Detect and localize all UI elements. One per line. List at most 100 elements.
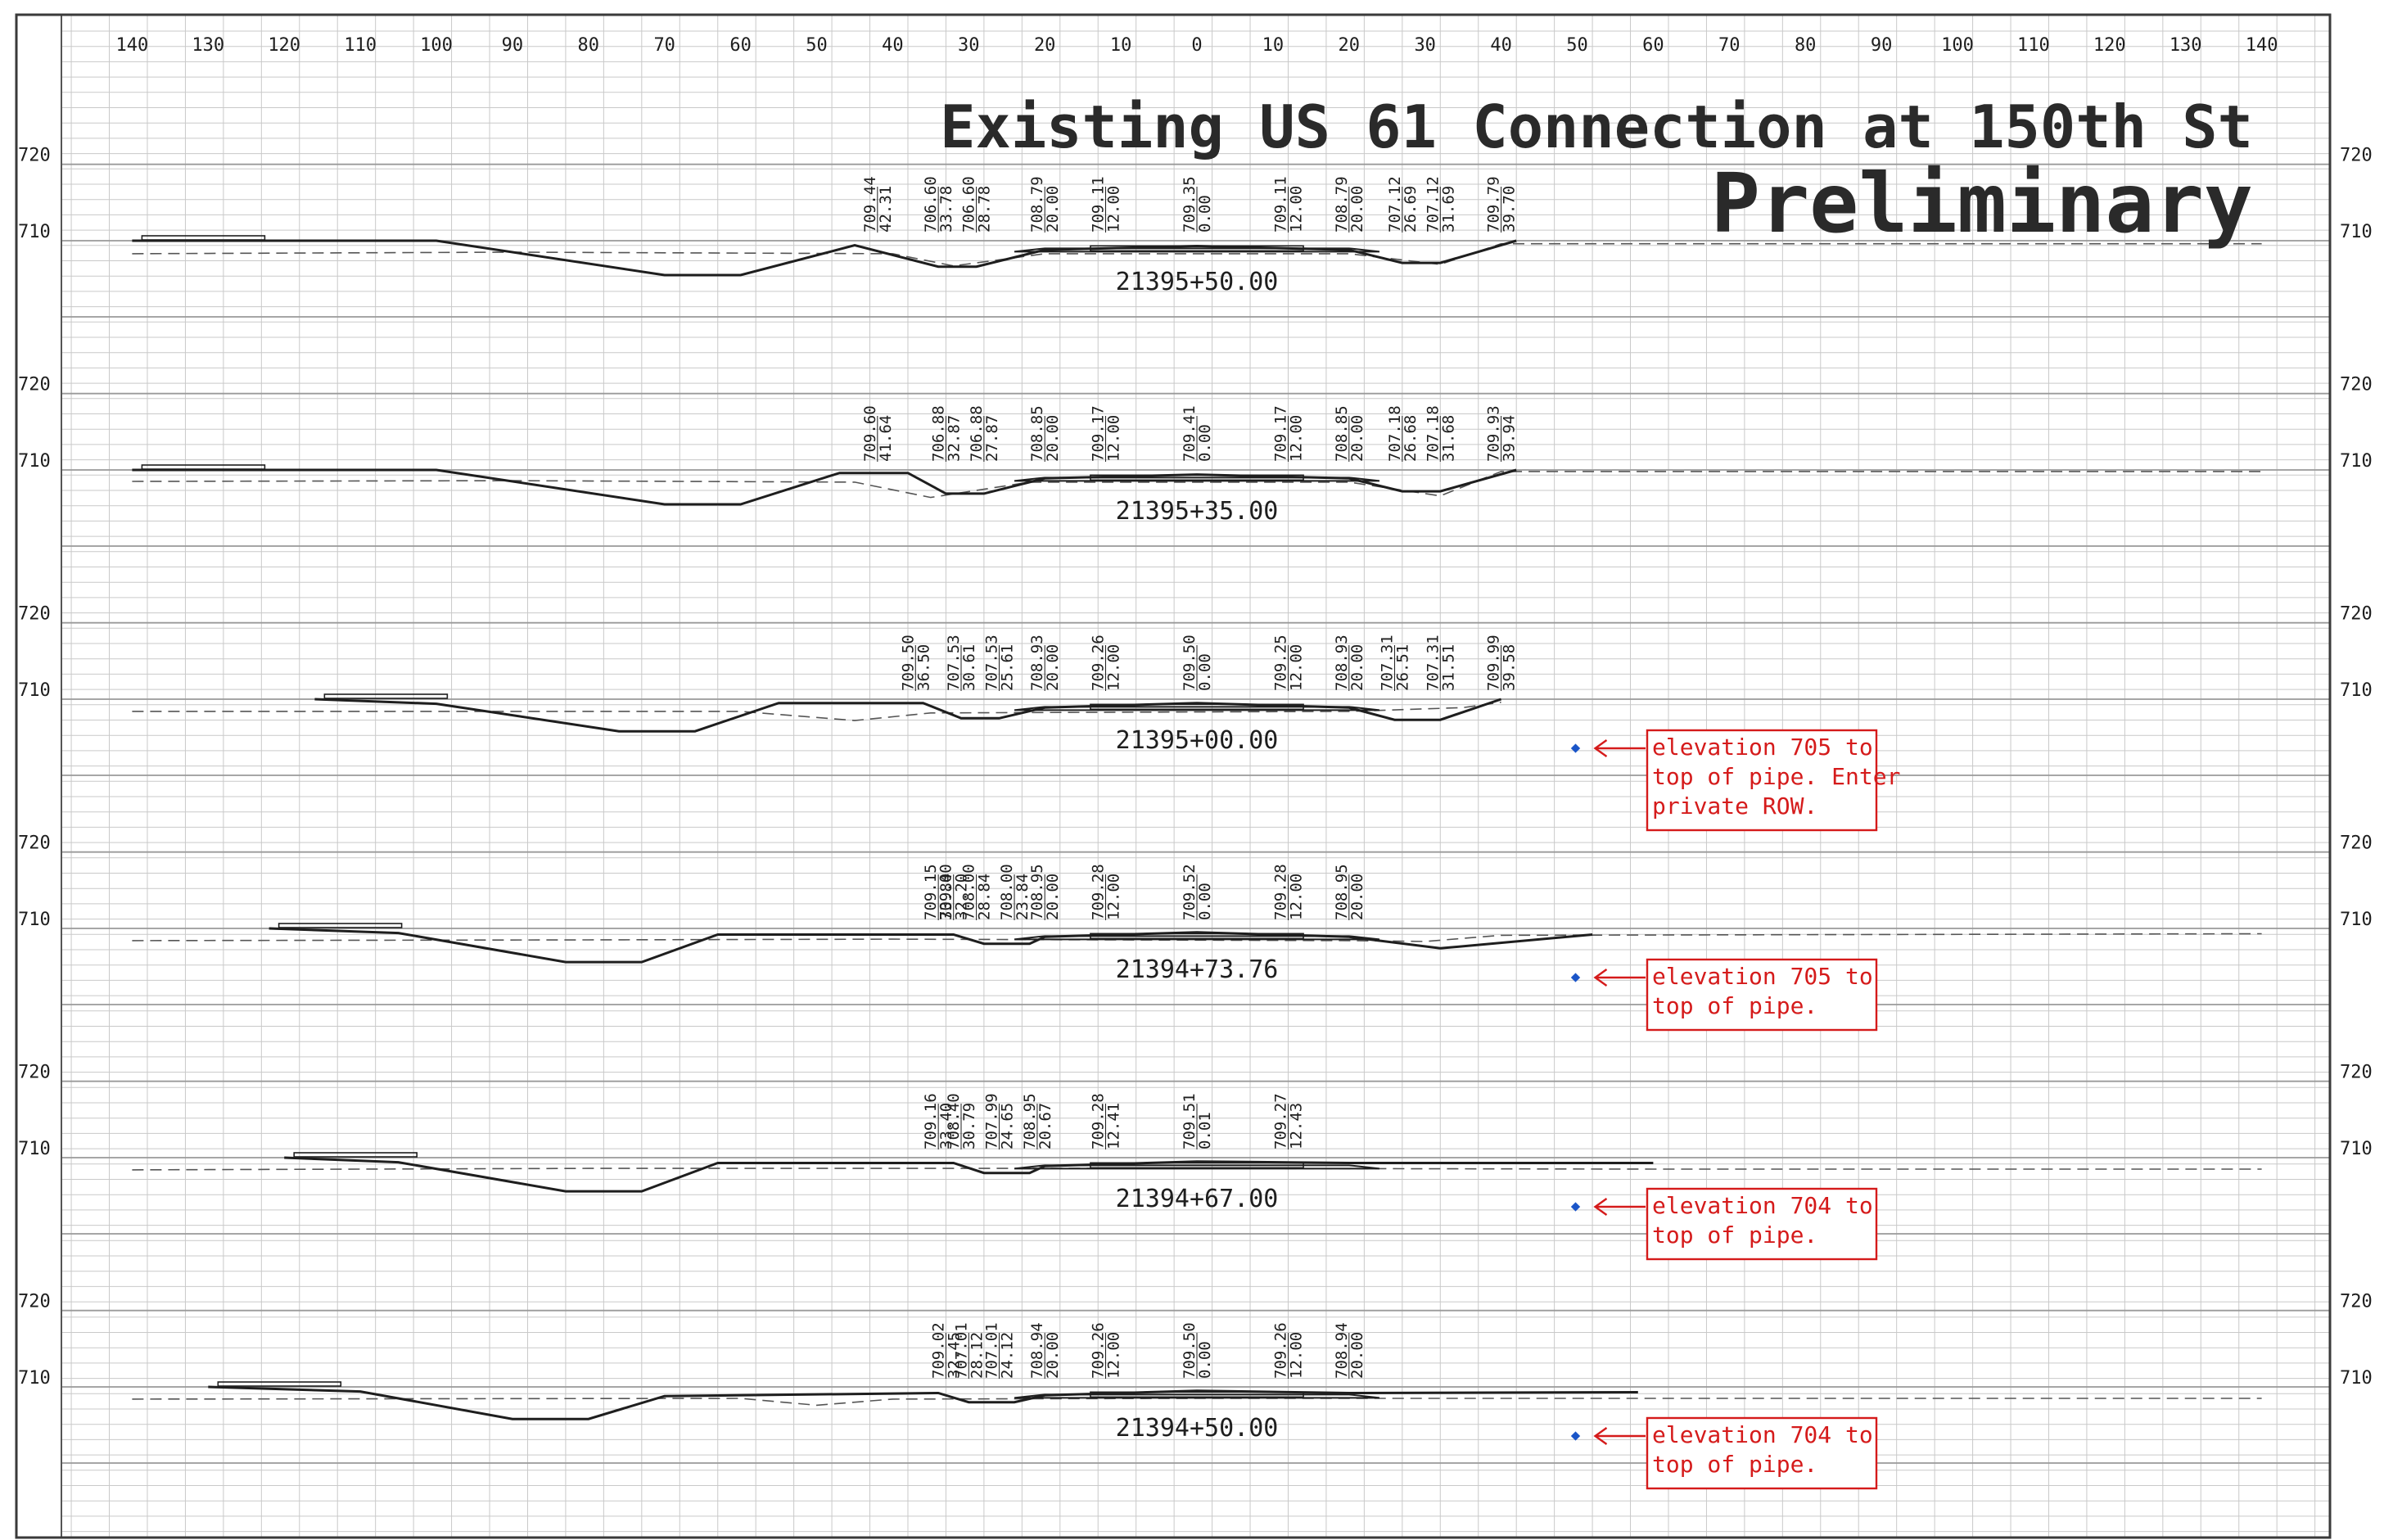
callout-offset: 12.00: [1287, 644, 1305, 691]
elevation-label-left: 720: [18, 146, 51, 166]
offset-tick-label: 50: [1566, 35, 1588, 56]
callout-elevation: 707.53: [945, 635, 963, 691]
offset-tick-label: 80: [578, 35, 600, 56]
pavement-section: [1014, 1393, 1380, 1399]
callout-offset: 33.84: [937, 874, 955, 920]
callout-offset: 12.00: [1287, 874, 1305, 920]
note-box: [1646, 958, 1878, 1032]
elevation-label-left: 710: [18, 1139, 51, 1159]
callout-elevation: 709.50: [1181, 635, 1199, 691]
elevation-label-left: 720: [18, 1063, 51, 1083]
callout-elevation: 709.93: [1485, 405, 1503, 462]
callout-elevation: 706.60: [960, 176, 978, 233]
elevation-label-right: 710: [2340, 680, 2373, 701]
side-road-pavement: [293, 1152, 418, 1158]
callout-offset: 32.87: [945, 415, 963, 462]
callout-offset: 12.41: [1105, 1103, 1123, 1149]
callout-offset: 0.00: [1196, 195, 1214, 233]
callout-elevation: 708.40: [945, 1093, 963, 1149]
callout-elevation: 708.93: [1333, 635, 1351, 691]
callout-elevation: 708.00: [998, 864, 1016, 920]
elevation-label-left: 720: [18, 833, 51, 854]
callout-elevation: 709.44: [861, 176, 879, 233]
callout-elevation: 706.88: [968, 405, 986, 462]
callout-offset: 20.67: [1036, 1103, 1054, 1149]
elevation-label-right: 710: [2340, 1368, 2373, 1389]
callout-offset: 32.45: [945, 1332, 963, 1379]
note-line: elevation 704 to: [1652, 1192, 1873, 1219]
callout-offset: 12.00: [1105, 415, 1123, 462]
elevation-label-left: 710: [18, 451, 51, 472]
callout-elevation: 709.35: [1181, 176, 1199, 233]
side-road-pavement: [278, 923, 403, 928]
arrow-icon: [1593, 739, 1608, 757]
note-box: [1646, 1187, 1878, 1261]
callout-elevation: 708.94: [1333, 1322, 1351, 1379]
callout-offset: 0.01: [1196, 1112, 1214, 1149]
pavement-section: [1014, 1164, 1380, 1170]
side-road-pavement: [141, 464, 266, 470]
callout-elevation: 707.01: [982, 1322, 1000, 1379]
callout-offset: 30.79: [960, 1103, 978, 1149]
elevation-label-right: 710: [2340, 1139, 2373, 1159]
callout-elevation: 709.26: [1271, 1322, 1289, 1379]
elevation-label-left: 710: [18, 1368, 51, 1389]
callout-elevation: 707.18: [1386, 405, 1404, 462]
callout-offset: 0.00: [1196, 1341, 1214, 1379]
elevation-label-left: 710: [18, 222, 51, 242]
note-box: [1646, 1416, 1878, 1490]
note-line: top of pipe. Enter: [1652, 763, 1900, 790]
callout-elevation: 709.26: [1090, 635, 1108, 691]
proposed-grade-line: [284, 1156, 1654, 1193]
arrow-icon: [1593, 969, 1608, 987]
elevation-label-right: 710: [2340, 451, 2373, 472]
sheet-subtitle: Preliminary: [1711, 156, 2253, 251]
offset-tick-label: 30: [1414, 35, 1436, 56]
note-box: [1646, 729, 1878, 832]
callout-offset: 24.65: [998, 1103, 1016, 1149]
callout-offset: 12.43: [1287, 1103, 1305, 1149]
pavement-section: [1014, 476, 1380, 482]
callout-elevation: 706.60: [922, 176, 940, 233]
callout-offset: 0.00: [1196, 424, 1214, 462]
grid: [61, 15, 2330, 1538]
proposed-grade-line: [314, 698, 1502, 733]
callout-elevation: 707.18: [1424, 405, 1442, 462]
note-line: top of pipe.: [1652, 1451, 1817, 1478]
callout-offset: 28.84: [976, 874, 994, 920]
callout-elevation: 707.53: [982, 635, 1000, 691]
elevation-label-left: 720: [18, 604, 51, 625]
callout-elevation: 708.79: [1333, 176, 1351, 233]
proposed-grade-line: [208, 1385, 1638, 1420]
callout-elevation: 706.88: [929, 405, 947, 462]
callout-offset: 31.51: [1439, 644, 1457, 691]
callout-offset: 0.00: [1196, 653, 1214, 691]
note-line: elevation 705 to: [1652, 963, 1873, 990]
callout-elevation: 707.99: [982, 1093, 1000, 1149]
offset-tick-label: 70: [1718, 35, 1741, 56]
callout-offset: 20.00: [1348, 186, 1366, 233]
callout-elevation: 707.12: [1424, 176, 1442, 233]
callout-offset: 20.00: [1044, 186, 1062, 233]
station-label: 21395+35.00: [1116, 497, 1279, 526]
callout-offset: 20.00: [1044, 415, 1062, 462]
note-line: elevation 705 to: [1652, 734, 1873, 761]
callout-elevation: 709.15: [922, 864, 940, 920]
callout-offset: 12.00: [1105, 874, 1123, 920]
